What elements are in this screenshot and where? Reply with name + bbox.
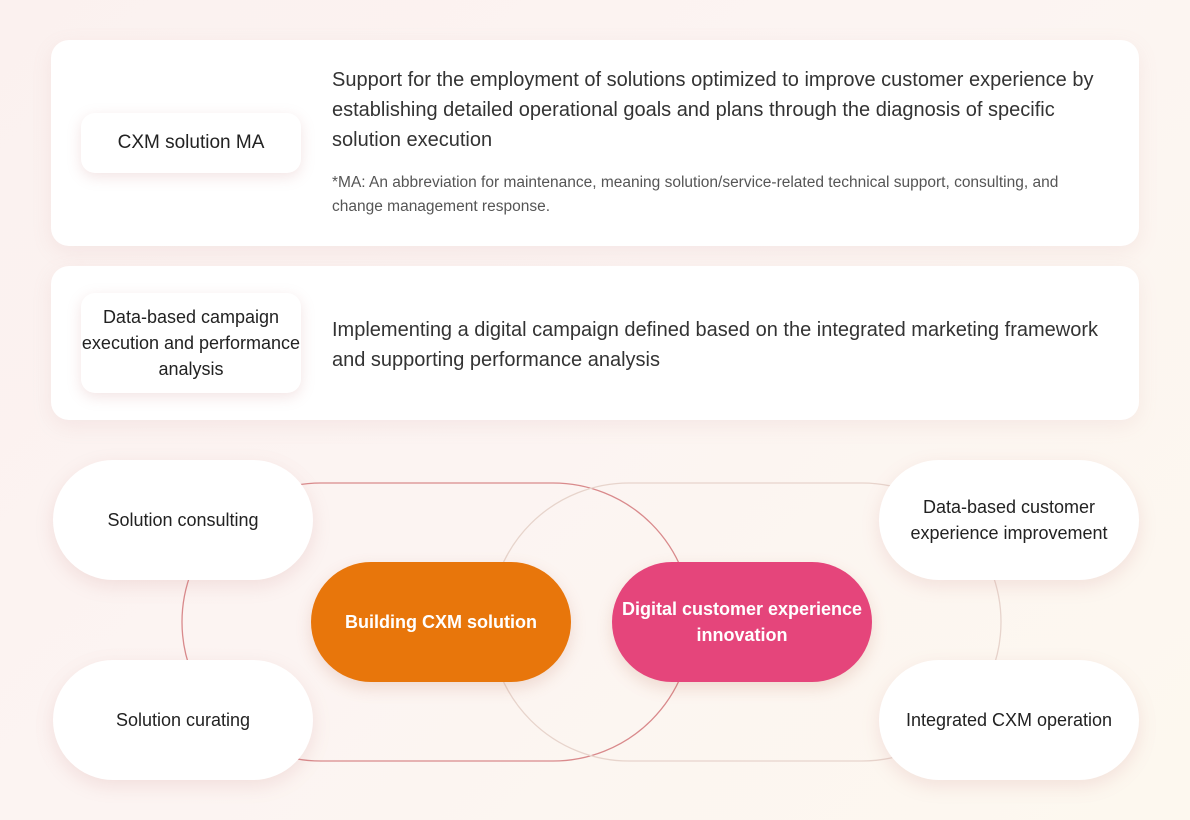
cxm-ma-footnote: *MA: An abbreviation for maintenance, me… (332, 174, 1059, 215)
building-cxm-solution-node: Building CXM solution (311, 562, 571, 682)
solution-consulting-node: Solution consulting (53, 460, 313, 580)
cxm-ma-card: CXM solution MA Support for the employme… (51, 40, 1139, 246)
campaign-label: Data-based campaign execution and perfor… (81, 293, 301, 393)
cxm-diagram: Solution consulting Solution curating Da… (0, 440, 1190, 820)
data-based-improvement-node: Data-based customer experience improveme… (879, 460, 1139, 580)
campaign-description: Implementing a digital campaign defined … (332, 319, 1098, 371)
integrated-cxm-operation-node: Integrated CXM operation (879, 660, 1139, 780)
campaign-card: Data-based campaign execution and perfor… (51, 266, 1139, 420)
cxm-ma-description: Support for the employment of solutions … (332, 69, 1094, 151)
cxm-ma-label: CXM solution MA (81, 113, 301, 173)
solution-curating-node: Solution curating (53, 660, 313, 780)
digital-cx-innovation-node: Digital customer experience innovation (612, 562, 872, 682)
